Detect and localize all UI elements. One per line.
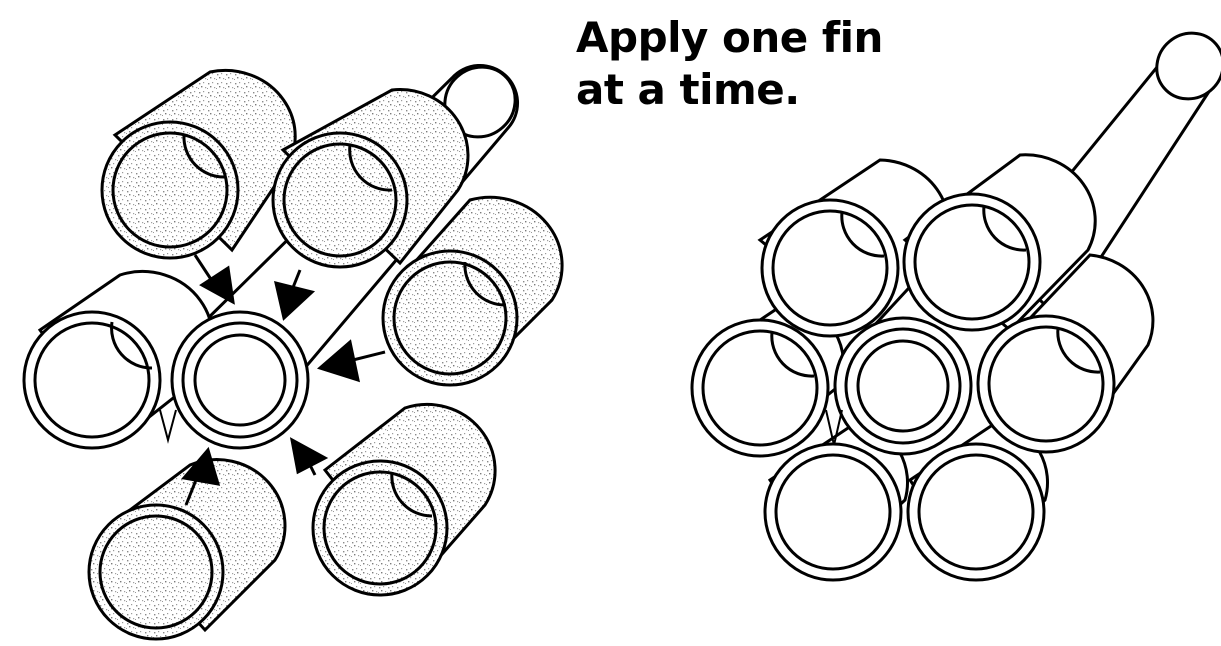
fin-tube-lower-right (313, 404, 495, 595)
bundle-tube-middle-right (978, 316, 1114, 452)
bundle-tube-top-right (904, 194, 1040, 330)
assembled-fin-bundle (692, 20, 1221, 580)
placement-arrow-icon (320, 342, 385, 380)
fin-tube-lower-left (89, 460, 285, 639)
bundle-tube-top-left (762, 200, 898, 336)
placement-arrow-icon (195, 255, 233, 302)
bundle-center-motor-tube (835, 318, 971, 454)
bundle-tube-bottom-right (908, 444, 1044, 580)
center-motor-tube-face (172, 312, 308, 448)
bundle-tube-bottom-left (765, 444, 901, 580)
placement-arrow-icon (292, 440, 325, 475)
bundle-tube-middle-left (692, 320, 828, 456)
fin-tube-upper-left (102, 70, 295, 258)
